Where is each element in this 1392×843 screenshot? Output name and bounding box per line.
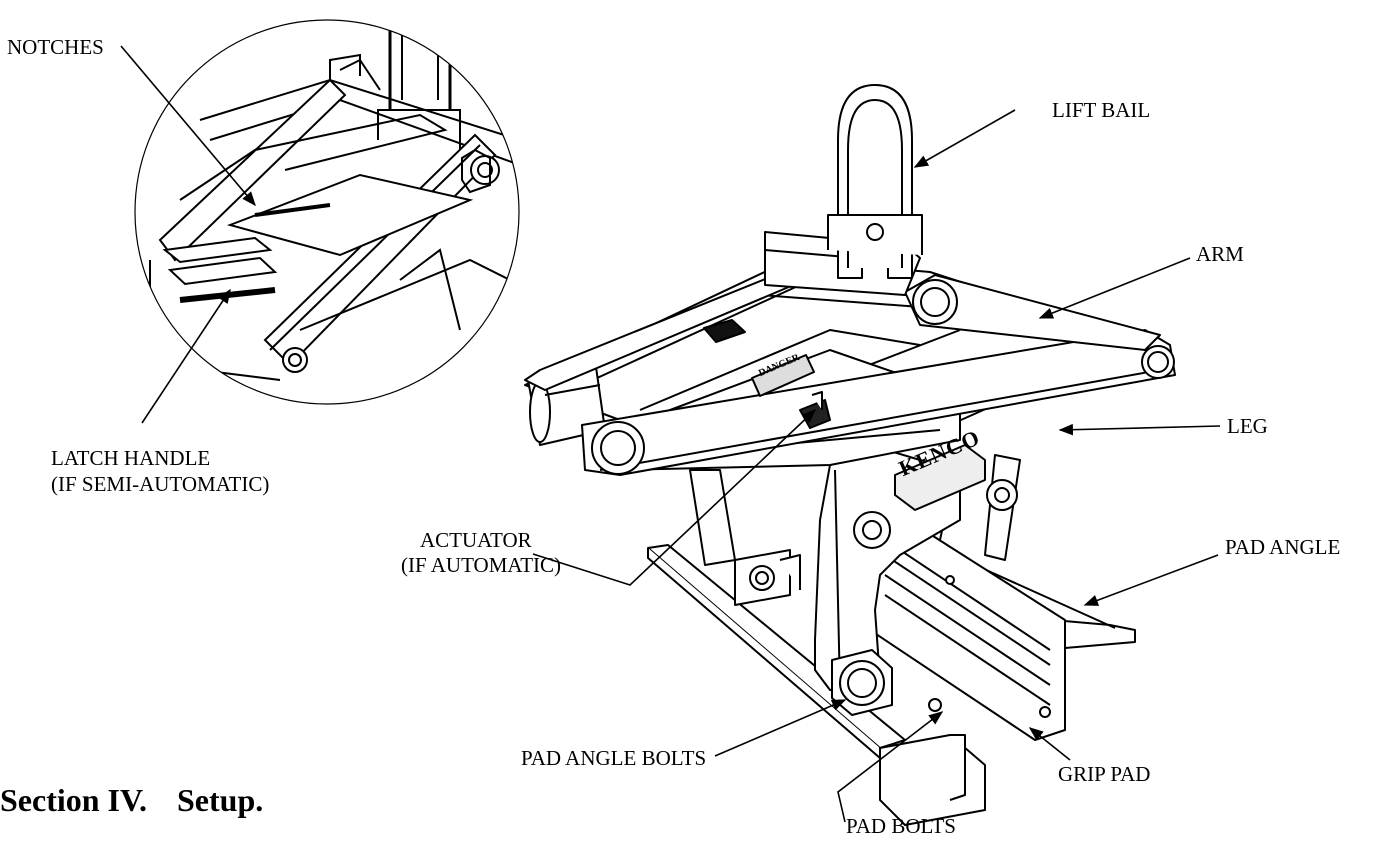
label-grip-pad: GRIP PAD <box>1058 762 1151 786</box>
leader-lift-bail <box>913 109 1016 168</box>
label-latch-handle: LATCH HANDLE <box>51 446 211 470</box>
brand-plate <box>894 444 986 511</box>
leader-arm <box>1038 257 1191 319</box>
danger-plate <box>751 354 815 397</box>
label-actuator: ACTUATOR <box>420 528 532 552</box>
leader-latch-handle <box>141 288 231 424</box>
section-heading: Section IV. Setup. <box>0 782 263 819</box>
leader-actuator <box>532 409 817 586</box>
leader-pad-bolts <box>837 711 944 823</box>
callout-leaders <box>120 45 1221 823</box>
label-leg: LEG <box>1227 414 1268 438</box>
label-pad-bolts: PAD BOLTS <box>846 814 956 838</box>
leader-grip-pad <box>1028 727 1071 761</box>
label-latch-handle-note: (IF SEMI-AUTOMATIC) <box>51 472 270 496</box>
detail-view-circle <box>134 19 520 405</box>
label-pad-angle: PAD ANGLE <box>1225 535 1341 559</box>
leader-notches <box>120 45 256 207</box>
label-actuator-note: (IF AUTOMATIC) <box>401 553 562 577</box>
lifting-clamp-drawing <box>524 84 1176 826</box>
label-arm: ARM <box>1196 242 1244 266</box>
leader-leg <box>1058 423 1221 436</box>
section-number: Section IV. <box>0 782 147 818</box>
section-title: Setup. <box>176 782 264 818</box>
label-lift-bail: LIFT BAIL <box>1052 98 1151 122</box>
label-pad-angle-bolts: PAD ANGLE BOLTS <box>521 746 707 770</box>
label-notches: NOTCHES <box>7 35 104 59</box>
leader-pad-angle <box>1083 554 1219 606</box>
leader-pad-angle-bolts <box>714 699 847 757</box>
